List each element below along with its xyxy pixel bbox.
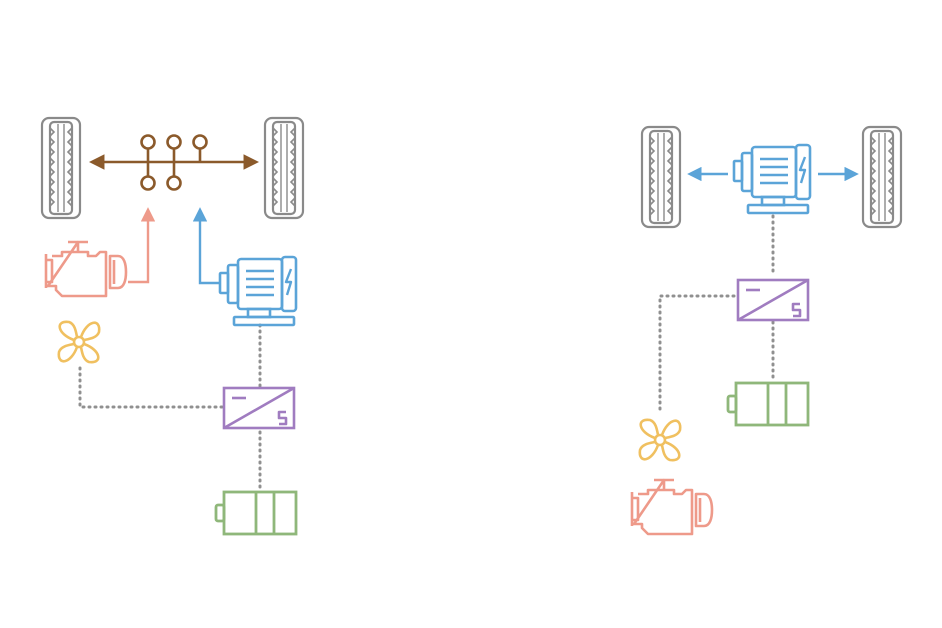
dotted-link (78, 323, 262, 492)
dotted-link (658, 214, 775, 414)
engine-to-gearbox-arrow (128, 207, 156, 284)
tire-icon (263, 116, 305, 220)
tire-icon (40, 116, 82, 220)
motor-to-gearbox-arrow (192, 207, 220, 285)
battery-icon (726, 381, 810, 427)
right-diagram (630, 125, 903, 536)
battery-icon (214, 490, 298, 536)
inverter-icon (222, 386, 296, 430)
fan-icon (638, 418, 682, 462)
inverter-icon (736, 278, 810, 322)
tire-icon (640, 125, 682, 229)
engine-icon (44, 240, 128, 298)
tire-icon (861, 125, 903, 229)
left-diagram (40, 116, 305, 536)
electric-motor-icon (732, 143, 812, 215)
gearbox-icon (88, 134, 260, 191)
electric-motor-icon (218, 255, 298, 327)
fan-icon (57, 320, 101, 364)
engine-icon (630, 478, 714, 536)
